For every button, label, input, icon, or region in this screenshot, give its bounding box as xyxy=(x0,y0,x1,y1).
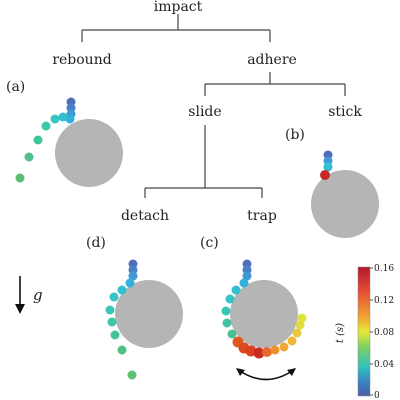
node-impact: impact xyxy=(154,0,203,15)
node-adhere: adhere xyxy=(247,52,297,68)
sphere-b xyxy=(311,170,379,238)
colorbar-label: t (s) xyxy=(335,323,346,343)
panel-label-a: (a) xyxy=(6,79,25,95)
colorbar xyxy=(357,266,371,397)
node-rebound: rebound xyxy=(52,52,111,68)
oscillation-arrow xyxy=(239,370,293,381)
colorbar-tick-label: 0 xyxy=(374,391,380,400)
node-detach: detach xyxy=(121,208,169,224)
panel-label-b: (b) xyxy=(285,127,305,143)
colorbar-tick-label: 0.16 xyxy=(374,264,394,274)
node-trap: trap xyxy=(247,208,277,224)
colorbar-tick-label: 0.12 xyxy=(374,296,394,306)
trajectory-c xyxy=(221,259,307,359)
gravity-label: g xyxy=(33,286,43,304)
colorbar-tick-label: 0.08 xyxy=(374,328,394,338)
colorbar-tick-label: 0.04 xyxy=(374,360,394,370)
sphere-d xyxy=(115,280,183,348)
trajectory-b xyxy=(320,150,333,180)
node-slide: slide xyxy=(188,104,221,120)
trajectory-a xyxy=(15,97,76,183)
tree-lines xyxy=(81,14,346,198)
sphere-a xyxy=(55,119,123,187)
panel-label-d: (d) xyxy=(86,235,106,251)
sphere-c xyxy=(230,280,298,348)
oscillation-arrow-head-right xyxy=(287,368,296,376)
node-stick: stick xyxy=(328,104,362,120)
oscillation-arrow-head-left xyxy=(236,368,245,376)
gravity-arrow-head xyxy=(15,304,25,314)
panel-label-c: (c) xyxy=(200,235,219,251)
colorbar-ticks xyxy=(370,267,373,396)
trajectory-d xyxy=(105,259,138,380)
